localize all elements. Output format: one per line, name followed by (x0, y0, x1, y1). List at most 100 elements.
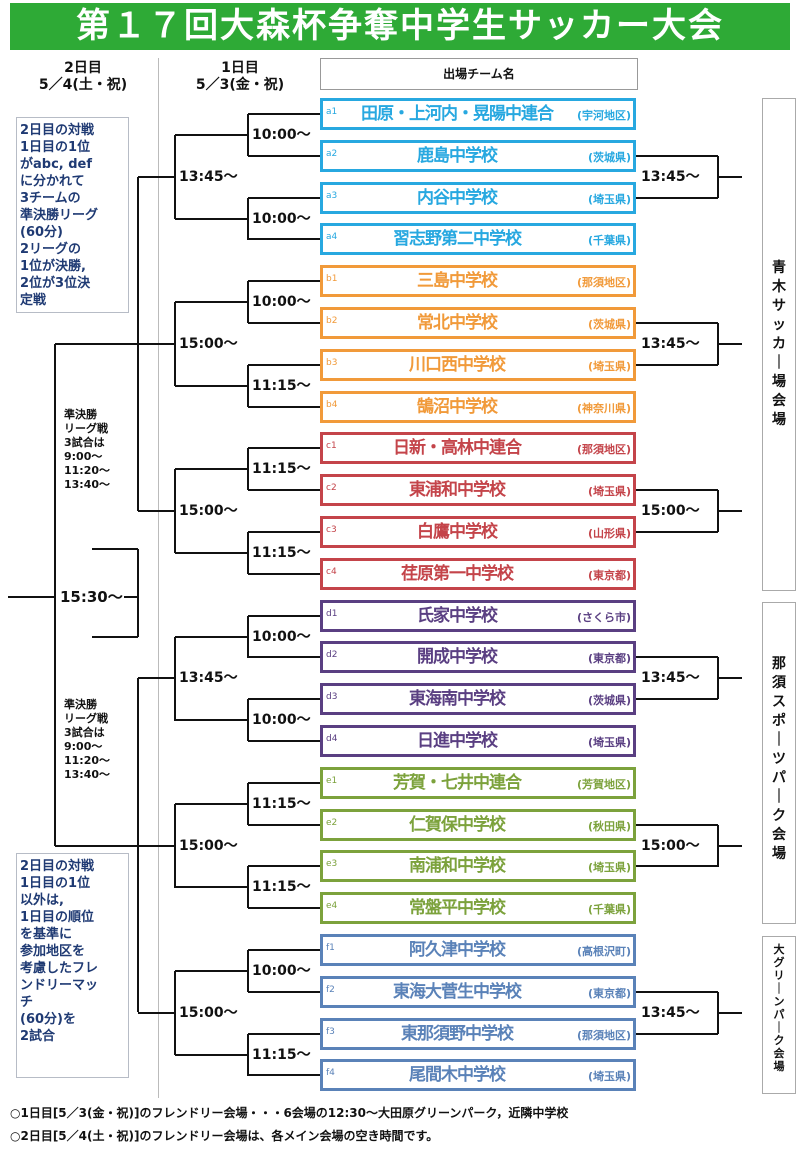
venue-aoki: 青木サッカ｜場会場 (762, 98, 796, 591)
team-region: (埼玉県) (587, 485, 631, 498)
bracket-line (636, 489, 718, 491)
team-name: 尾間木中学校 (409, 1065, 506, 1085)
round1-time: 10:00～ (252, 209, 311, 228)
team-name: 芳賀・七井中連合 (393, 773, 522, 793)
team-column-header: 出場チーム名 (320, 58, 638, 90)
team-region: (さくら市) (576, 611, 631, 624)
team-name: 東海南中学校 (409, 689, 506, 709)
team-name: 習志野第二中学校 (393, 229, 522, 249)
round2-time-right: 15:00～ (641, 836, 700, 855)
venue-char: 場 (772, 374, 786, 390)
bracket-line (175, 886, 248, 888)
bracket-line (92, 548, 138, 550)
bracket-line (718, 510, 742, 512)
team-name: 荏原第一中学校 (401, 564, 514, 584)
bracket-line (247, 783, 249, 825)
footer-note-1: ○1日目[5／3(金・祝)]のフレンドリー会場・・・6会場の12:30～大田原グ… (10, 1106, 569, 1120)
venue-char: ン (773, 995, 785, 1008)
bracket-line (248, 113, 320, 115)
venue-char: 場 (773, 1060, 785, 1073)
bracket-line (175, 970, 248, 972)
bracket-line (248, 949, 320, 951)
team-region: (秋田県) (587, 820, 631, 833)
team-code: c2 (326, 483, 337, 493)
venue-char: 会 (772, 827, 786, 843)
bracket-line (138, 677, 175, 679)
team-code: e1 (326, 776, 338, 786)
bottom-rules-note: 2日目の対戦 1日目の1位 以外は, 1日目の順位 を基準に 参加地区を 考慮し… (16, 853, 129, 1078)
round1-time: 10:00～ (252, 125, 311, 144)
top-rules-note: 2日目の対戦 1日目の1位 がabc, def に分かれて 3チームの 準決勝リ… (16, 117, 129, 313)
team-name: 日新・高林中連合 (393, 438, 522, 458)
team-region: (埼玉県) (587, 736, 631, 749)
bracket-line (248, 406, 320, 408)
round1-time: 11:15～ (252, 376, 311, 395)
round2-time: 13:45～ (179, 669, 238, 688)
final-time: 15:30～ (60, 588, 123, 606)
team-region: (宇河地区) (576, 109, 631, 122)
bracket-line (248, 991, 320, 993)
team-region: (千葉県) (587, 903, 631, 916)
team-region: (芳賀地区) (576, 778, 631, 791)
team-code: a1 (326, 107, 338, 117)
bracket-line (175, 301, 248, 303)
day1-label: 1日目 (221, 60, 259, 76)
round1-time: 10:00～ (252, 711, 311, 730)
bracket-line (124, 596, 138, 598)
team-name: 鵠沼中学校 (417, 397, 498, 417)
bracket-line (248, 447, 320, 449)
team-region: (埼玉県) (587, 360, 631, 373)
page-title: 第１７回大森杯争奪中学生サッカー大会 (10, 3, 790, 50)
bracket-line (247, 365, 249, 407)
venue-char: 会 (773, 1047, 785, 1060)
round2-time: 15:00～ (179, 1003, 238, 1022)
team-name: 阿久津中学校 (409, 940, 506, 960)
bracket-line (718, 176, 742, 178)
semifinal-note-bottom: 準決勝 リーグ戦 3試合は 9:00～ 11:20～ 13:40～ (64, 698, 111, 781)
round1-time: 10:00～ (252, 961, 311, 980)
team-code: f4 (326, 1068, 335, 1078)
bracket-line (174, 469, 176, 553)
team-region: (高根沢町) (576, 945, 631, 958)
bracket-line (54, 344, 56, 846)
round2-time: 15:00～ (179, 836, 238, 855)
bracket-line (138, 510, 175, 512)
bracket-line (636, 1033, 718, 1035)
bracket-line (174, 971, 176, 1055)
bracket-line (247, 616, 249, 658)
round1-time: 11:15～ (252, 1045, 311, 1064)
bracket-line (138, 1012, 175, 1014)
team-code: d2 (326, 650, 338, 660)
team-region: (東京都) (587, 569, 631, 582)
venue-char: ポ (772, 713, 786, 729)
round1-time: 10:00～ (252, 293, 311, 312)
venue-char: 場 (772, 412, 786, 428)
team-name: 東海大菅生中学校 (393, 982, 522, 1002)
round1-time: 11:15～ (252, 794, 311, 813)
bracket-line (248, 656, 320, 658)
venue-char: ス (772, 694, 786, 710)
round2-time: 15:00～ (179, 334, 238, 353)
team-code: b2 (326, 316, 338, 326)
bracket-line (248, 1033, 320, 1035)
bracket-line (247, 1034, 249, 1076)
team-region: (千葉県) (587, 234, 631, 247)
team-code: b1 (326, 274, 338, 284)
bracket-line (247, 198, 249, 240)
team-region: (那須地区) (576, 443, 631, 456)
venue-char: ｜ (773, 982, 785, 995)
bracket-line (248, 865, 320, 867)
team-code: b3 (326, 358, 338, 368)
venue-char: ｜ (773, 1021, 785, 1034)
team-code: a3 (326, 191, 338, 201)
bracket-line (248, 280, 320, 282)
team-region: (那須地区) (576, 1029, 631, 1042)
